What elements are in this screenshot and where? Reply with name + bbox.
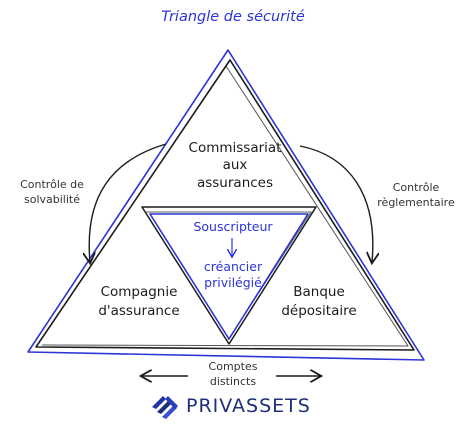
relation-solvabilite-line-1: Contrôle de (20, 178, 84, 191)
relation-reglementaire-line-1: Contrôle (392, 181, 440, 194)
outer-triangle-blue (27, 49, 425, 361)
node-souscripteur: Souscripteur (170, 219, 296, 234)
inner-band-black (141, 206, 317, 345)
node-creancier-line-2: privilégié (204, 275, 262, 291)
privassets-logo-icon (152, 396, 178, 419)
relation-comptes-line-2: distincts (209, 374, 257, 388)
right-curved-arrow (299, 145, 373, 262)
node-commissariat-line-2: aux (222, 157, 248, 174)
node-banque-line-2: dépositaire (281, 302, 357, 319)
node-commissariat: Commissariat aux assurances (165, 140, 305, 192)
relation-solvabilite-line-2: solvabilité (24, 193, 80, 207)
outer-triangle-black-2 (41, 65, 409, 347)
relation-reglementaire-line-2: règlementaire (377, 196, 455, 210)
inner-triangle-blue (149, 213, 309, 340)
node-compagnie-line-1: Compagnie (100, 284, 178, 300)
node-souscripteur-label: Souscripteur (193, 219, 273, 234)
relation-comptes: Comptes distincts (178, 360, 288, 390)
node-commissariat-line-1: Commissariat (188, 140, 282, 156)
node-banque: Banque dépositaire (254, 283, 384, 321)
node-compagnie: Compagnie d'assurance (72, 283, 206, 321)
node-creancier-line-1: créancier (203, 259, 263, 274)
relation-reglementaire: Contrôle règlementaire (366, 180, 466, 211)
brand-name: PRIVASSETS (186, 395, 311, 417)
left-curved-arrow (89, 143, 167, 262)
node-compagnie-line-2: d'assurance (98, 302, 180, 319)
node-creancier: créancier privilégié (170, 259, 296, 292)
outer-triangle-black (35, 59, 415, 351)
node-commissariat-line-3: assurances (196, 174, 274, 191)
diagram-title-text: Triangle de sécurité (161, 9, 305, 25)
relation-comptes-line-1: Comptes (208, 360, 258, 373)
brand-logo: PRIVASSETS (150, 393, 320, 419)
node-banque-line-1: Banque (293, 284, 345, 300)
diagram-title: Triangle de sécurité (133, 9, 333, 26)
relation-solvabilite: Contrôle de solvabilité (2, 177, 102, 208)
